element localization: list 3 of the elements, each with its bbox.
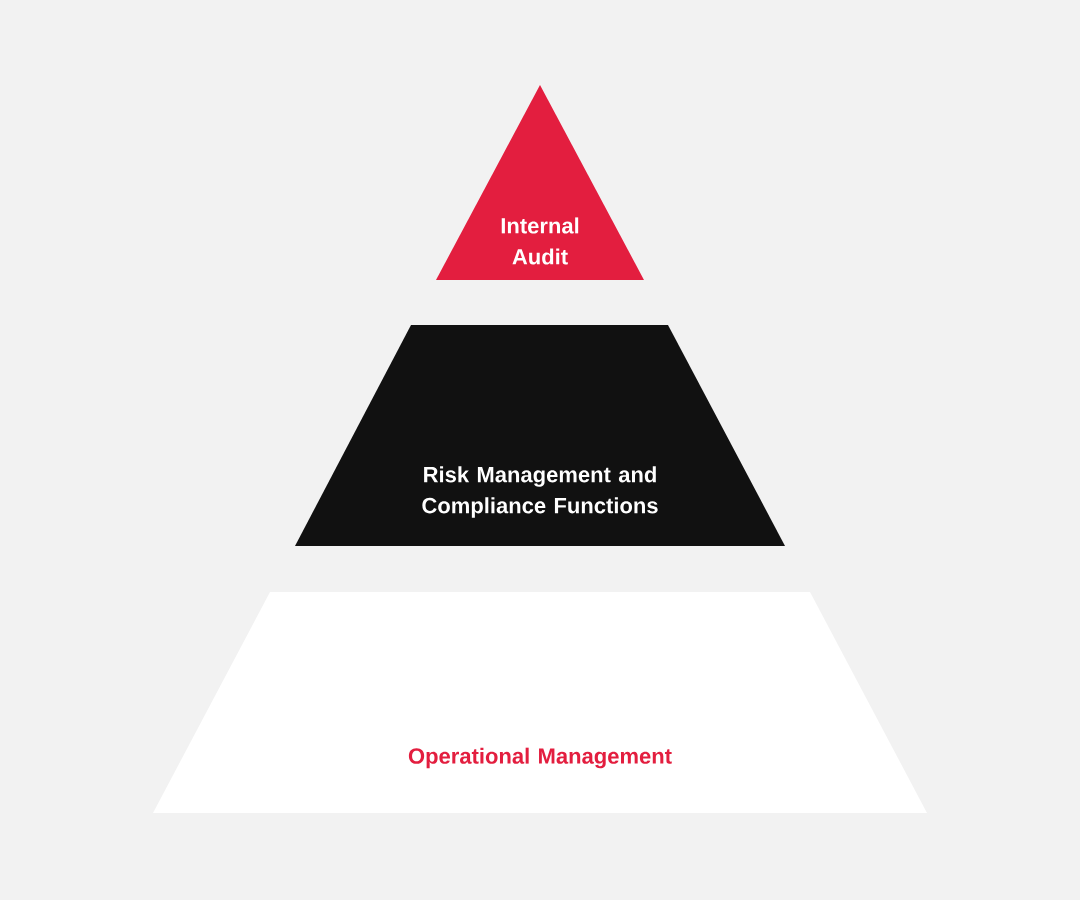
pyramid-tier: Risk Management and Compliance Functions — [295, 325, 785, 546]
pyramid-tier: Operational Management — [153, 592, 927, 813]
pyramid-tier: Internal Audit — [436, 85, 644, 280]
